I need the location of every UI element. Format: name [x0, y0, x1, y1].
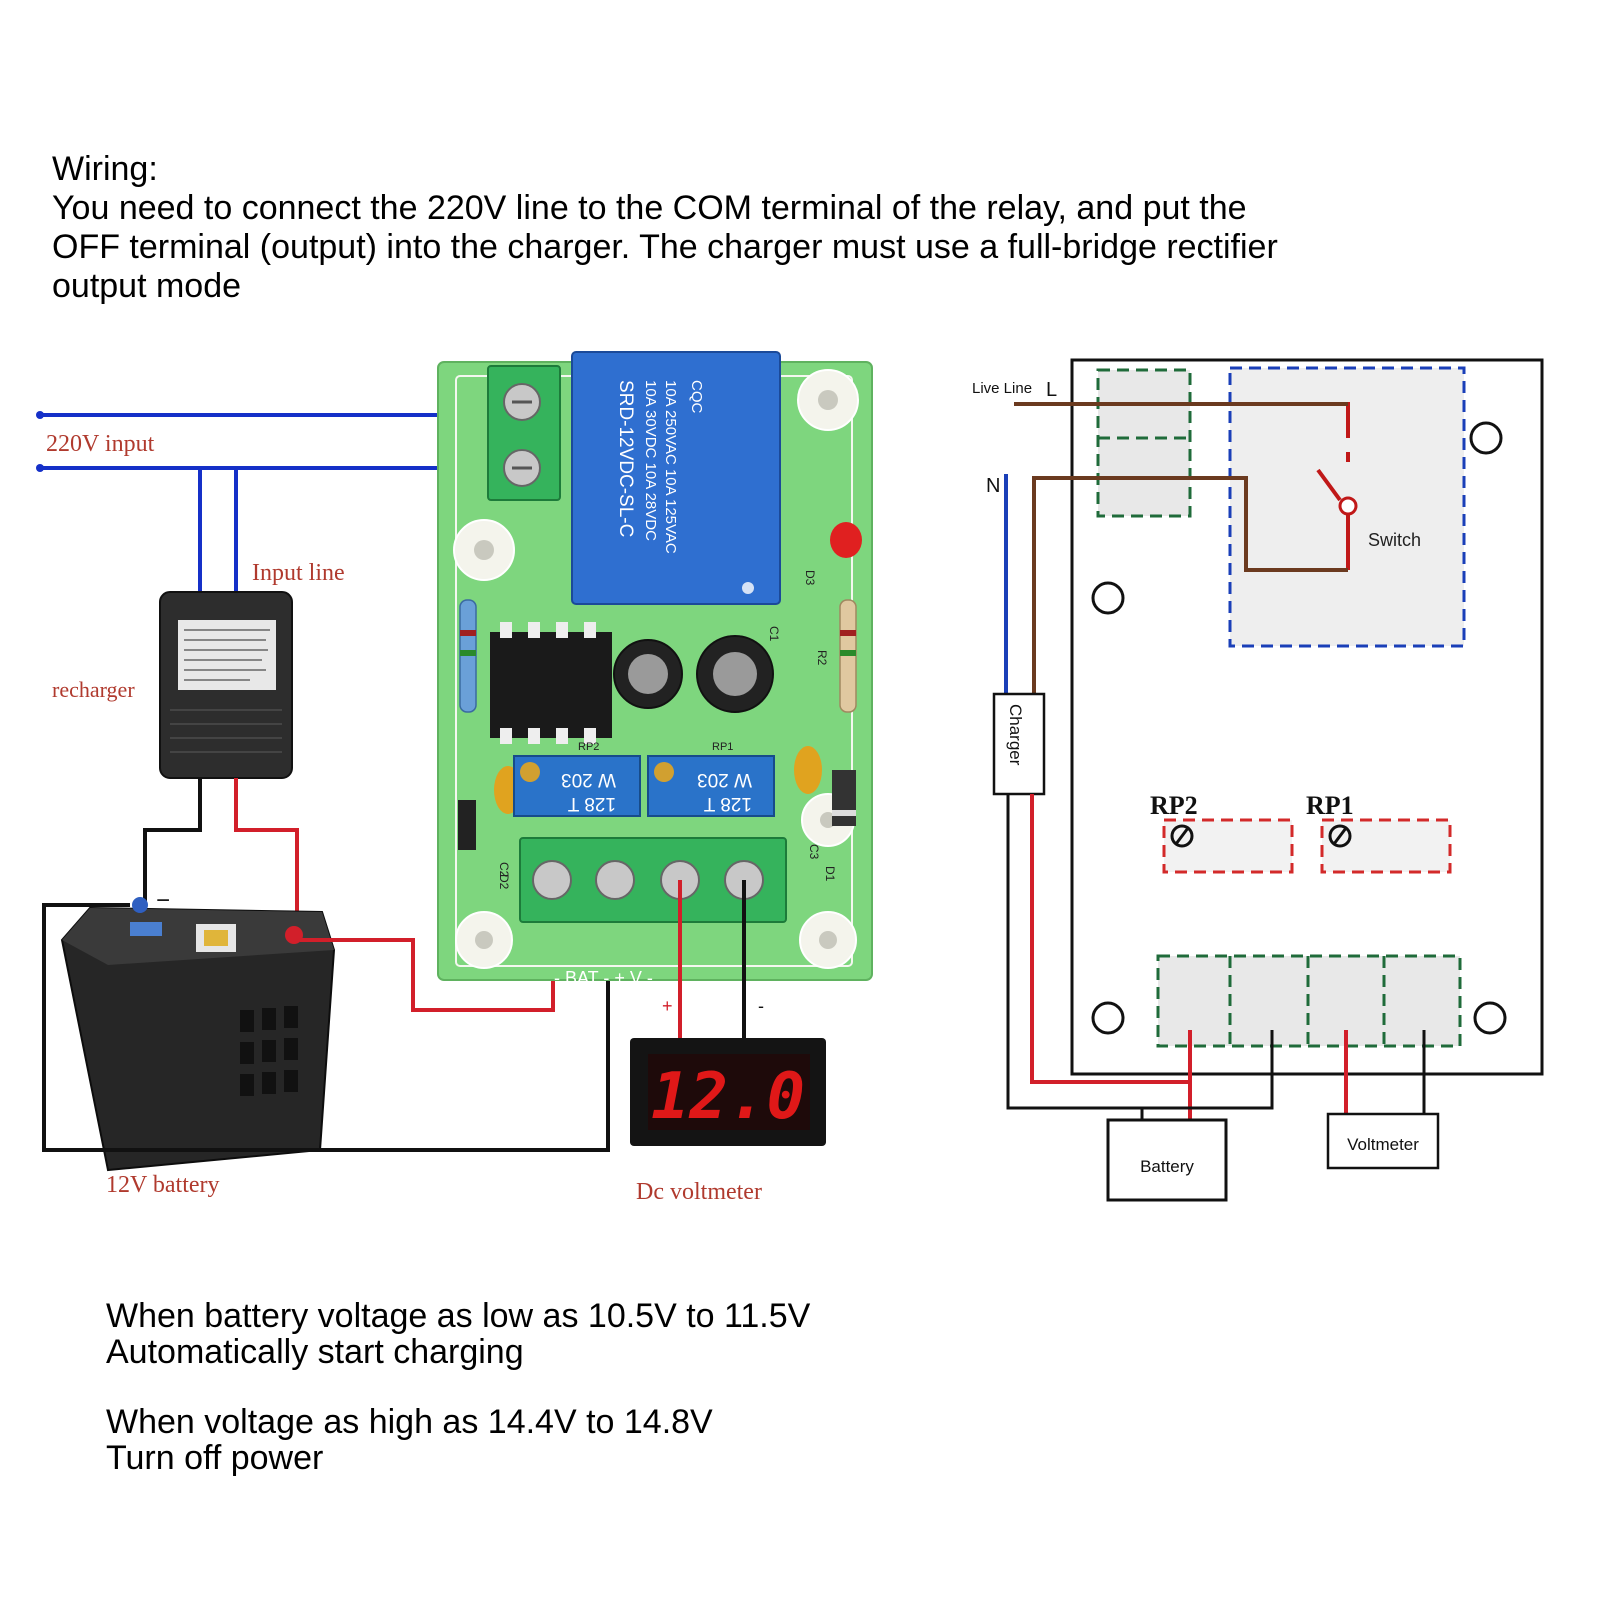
label-input-line: Input line	[252, 560, 345, 586]
label-dc-voltmeter: Dc voltmeter	[636, 1179, 762, 1205]
label-220v-input: 220V input	[46, 431, 155, 457]
label-rp2-board: RP2	[578, 741, 599, 753]
pot-code-rp1: W 203	[697, 769, 752, 790]
pot-code-rp2: W 203	[561, 769, 616, 790]
schematic-switch-label: Switch	[1368, 530, 1421, 550]
voltmeter-minus-sign: -	[758, 996, 764, 1016]
recharger-negative-wire	[143, 778, 202, 905]
label-recharger: recharger	[52, 677, 135, 702]
voltmeter-display: 12.0	[651, 1060, 805, 1134]
relay-brand: CQC	[688, 380, 705, 414]
label-12v-battery: 12V battery	[106, 1172, 220, 1198]
dc-voltmeter: 12.0	[630, 1038, 826, 1146]
label-d3: D3	[803, 570, 817, 586]
note-line-3: When voltage as high as 14.4V to 14.8V	[106, 1403, 713, 1441]
relay-rating-2: 10A 30VDC 10A 28VDC	[642, 380, 659, 541]
label-d1: D1	[823, 866, 837, 882]
threshold-notes: When battery voltage as low as 10.5V to …	[106, 1298, 1006, 1476]
schematic-rp1-label: RP1	[1306, 791, 1354, 820]
label-c2: C2	[497, 862, 511, 878]
schematic-board-outline	[1070, 358, 1544, 1076]
relay-model: SRD-12VDC-SL-C	[615, 380, 636, 537]
label-d2: D2	[497, 874, 511, 890]
wiring-line-2: OFF terminal (output) into the charger. …	[52, 228, 1278, 266]
battery-minus-sign: −	[156, 887, 170, 914]
battery-12v	[60, 897, 336, 1172]
schematic-live-line-label: Live Line	[972, 380, 1032, 397]
label-c3: C3	[807, 844, 821, 860]
note-line-4: Turn off power	[106, 1439, 324, 1477]
relay-rating-1: 10A 250VAC 10A 125VAC	[662, 380, 679, 554]
wiring-instructions: Wiring: You need to connect the 220V lin…	[52, 150, 1572, 306]
pot-code2-rp2: 128 T	[567, 793, 616, 814]
label-r2: R2	[815, 650, 829, 666]
battery-negative-wire	[42, 880, 610, 1152]
schematic-live-letter: L	[1046, 379, 1057, 401]
schematic-battery-label: Battery	[1140, 1157, 1194, 1176]
output-terminal-label: - BAT - + V -	[554, 968, 653, 988]
wiring-line-3: output mode	[52, 267, 242, 305]
schematic-voltmeter-label: Voltmeter	[1347, 1135, 1419, 1154]
schematic-charger-label: Charger	[1006, 704, 1025, 766]
label-c1: C1	[767, 626, 781, 642]
charger-control-board: CQC 10A 250VAC 10A 125VAC 10A 30VDC 10A …	[437, 351, 873, 988]
note-line-2: Automatically start charging	[106, 1333, 524, 1371]
schematic-neutral-label: N	[986, 475, 1000, 497]
wiring-line-1: You need to connect the 220V line to the…	[52, 189, 1247, 227]
label-rp1-board: RP1	[712, 741, 733, 753]
recharger-transformer	[159, 591, 293, 779]
photo-wiring: 220V input Input line recharger − +	[36, 351, 873, 1205]
schematic-diagram: Switch Live Line L N Charger RP2 RP1	[972, 358, 1544, 1202]
schematic-rp2-label: RP2	[1150, 791, 1198, 820]
pot-code2-rp1: 128 T	[703, 793, 752, 814]
note-line-1: When battery voltage as low as 10.5V to …	[106, 1297, 811, 1335]
voltmeter-plus-sign: +	[662, 996, 673, 1016]
wiring-heading: Wiring:	[52, 150, 158, 188]
recharger-positive-wire	[234, 778, 299, 935]
